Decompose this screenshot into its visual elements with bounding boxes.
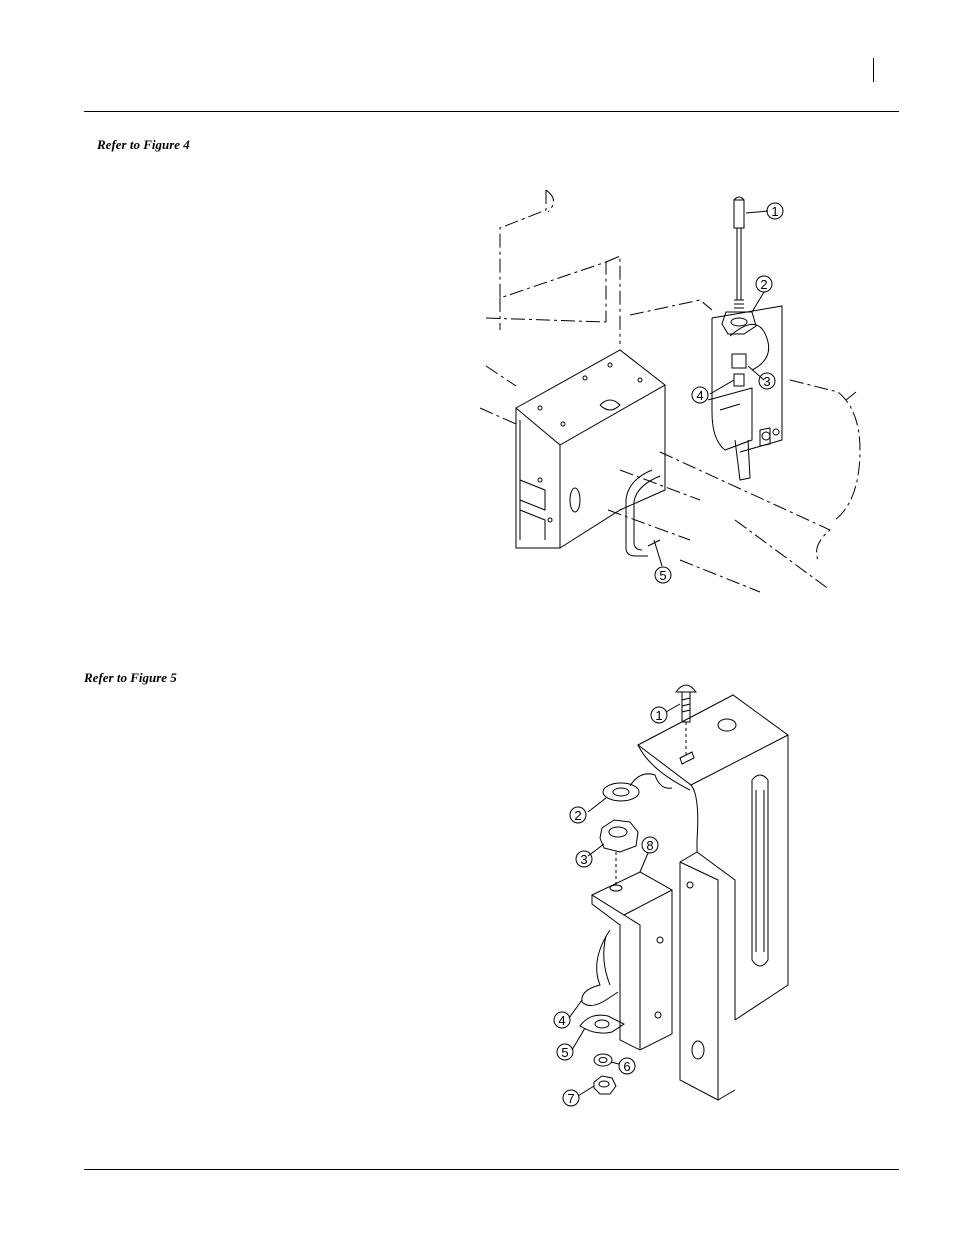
figure-5-callout-7: 7 bbox=[567, 1091, 574, 1106]
figure-5-callout-4: 4 bbox=[558, 1013, 565, 1028]
figure-5-callout-5: 5 bbox=[561, 1045, 568, 1060]
figure-5-lock-washer bbox=[593, 1053, 613, 1067]
figure-4-rod-pin bbox=[721, 196, 757, 387]
figure-5-callout-6: 6 bbox=[623, 1059, 630, 1074]
figure-5-callout-1: 1 bbox=[655, 708, 662, 723]
figure-4-callout-3: 3 bbox=[763, 374, 770, 389]
figure-5-washer bbox=[602, 773, 673, 802]
refer-to-figure-5-text: Refer to Figure 5 bbox=[84, 670, 177, 685]
figure-5-callout-8: 8 bbox=[646, 838, 653, 853]
figure-5-callout-2: 2 bbox=[574, 808, 581, 823]
figure-4-callout-1: 1 bbox=[771, 204, 778, 219]
figure-5-hex-nut bbox=[599, 819, 639, 888]
figure-4-u-clip bbox=[625, 469, 661, 557]
figure-5-drawing bbox=[553, 684, 789, 1107]
figure-5-callout-leaders bbox=[568, 703, 681, 1097]
figure-5-l-bracket bbox=[637, 694, 789, 1101]
header-rule bbox=[84, 111, 899, 112]
figure-4-drawing bbox=[479, 189, 861, 593]
figure-5-callout-3: 3 bbox=[580, 852, 587, 867]
figure-5-clip-plate bbox=[579, 1014, 625, 1034]
figure-4-deck-outline bbox=[479, 189, 861, 593]
figure-4-callout-4: 4 bbox=[696, 388, 703, 403]
figure-4-bracket bbox=[515, 349, 666, 549]
figure-4-mount-plate bbox=[707, 305, 783, 481]
footer-rule bbox=[84, 1169, 899, 1170]
figure-5-small-nut bbox=[593, 1075, 617, 1095]
refer-to-figure-4-text: Refer to Figure 4 bbox=[97, 137, 190, 152]
figure-4-callout-leaders bbox=[653, 210, 769, 567]
figure-5-carriage-bolt bbox=[675, 684, 697, 765]
header-vertical-bar bbox=[873, 58, 874, 82]
figure-5-small-bracket bbox=[590, 871, 674, 1051]
figure-5-spring-clip bbox=[581, 929, 619, 1006]
figure-4-callout-2: 2 bbox=[760, 277, 767, 292]
figure-4-callout-5: 5 bbox=[659, 568, 666, 583]
